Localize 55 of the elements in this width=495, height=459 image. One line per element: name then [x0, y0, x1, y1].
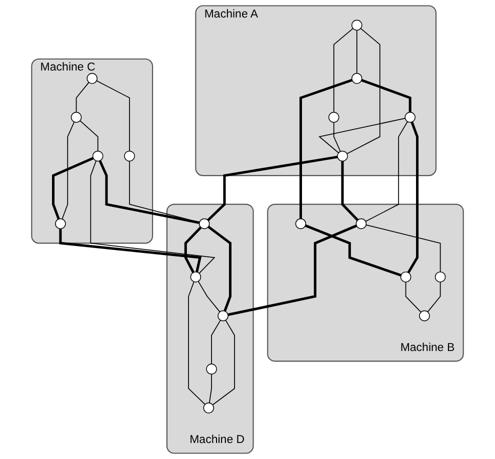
node-circle — [190, 272, 202, 282]
node-circle — [400, 272, 412, 282]
connector — [188, 281, 206, 405]
connector — [299, 78, 352, 219]
connector — [98, 160, 200, 224]
connector — [212, 320, 235, 406]
node-circle — [218, 310, 228, 322]
node-circle — [124, 150, 135, 162]
connector — [96, 80, 130, 152]
connector — [198, 280, 220, 312]
node-circle — [206, 364, 217, 374]
node-circle — [86, 73, 98, 84]
node-circle — [203, 402, 214, 414]
connector — [356, 30, 358, 74]
node-circle — [70, 112, 82, 123]
connector — [405, 282, 422, 313]
connector — [341, 161, 359, 221]
node-circle — [328, 112, 340, 123]
connector — [59, 228, 202, 272]
node-circle — [351, 20, 362, 31]
node-circle — [198, 218, 210, 230]
connector — [333, 122, 341, 152]
connector — [208, 226, 232, 312]
cluster: Machine A — [195, 5, 437, 176]
connector — [62, 121, 75, 220]
connector — [333, 28, 354, 113]
connector — [366, 224, 441, 272]
connector — [76, 82, 90, 113]
cluster: Machine C — [31, 58, 154, 244]
connector — [52, 156, 94, 220]
connector — [90, 160, 216, 274]
node-circle — [419, 310, 430, 322]
connector — [318, 118, 406, 154]
connector — [211, 320, 221, 364]
node-circle — [295, 218, 306, 230]
node-circle — [55, 218, 66, 230]
node-circle — [356, 218, 367, 230]
connector — [207, 156, 338, 222]
node-circle — [434, 272, 446, 282]
connector — [184, 226, 202, 274]
connector — [365, 121, 408, 222]
connector — [407, 122, 419, 274]
connector — [346, 28, 380, 154]
connector — [427, 282, 441, 312]
node-circle — [351, 73, 362, 84]
connector — [80, 120, 98, 152]
node-circle — [92, 150, 104, 162]
node-circle — [337, 150, 348, 162]
connector — [208, 374, 212, 404]
connector — [228, 224, 358, 316]
cluster: Machine B — [267, 204, 464, 362]
connector — [304, 224, 402, 277]
node-circle — [404, 112, 416, 123]
connector — [361, 78, 412, 112]
cluster: Machine D — [166, 204, 254, 454]
